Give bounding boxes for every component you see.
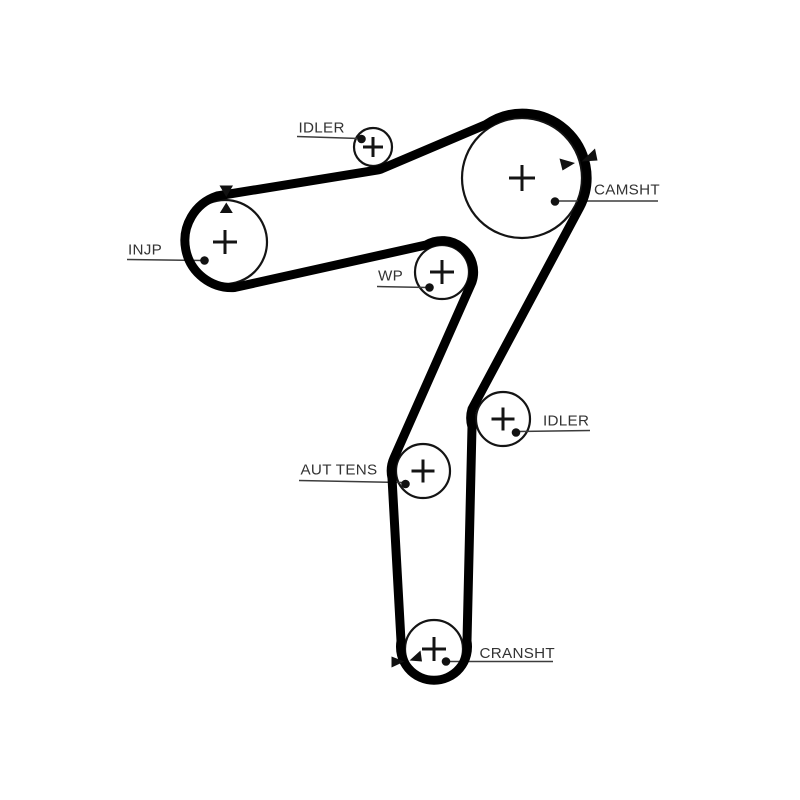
- plus-mark-icon: [213, 230, 237, 254]
- anchor-dot-crankshaft: [441, 657, 451, 666]
- alignment-arrow-left-icon: [581, 148, 598, 162]
- anchor-dot-auto-tensioner: [401, 479, 410, 489]
- label-crankshaft: CRANSHT: [480, 645, 556, 662]
- leader-idler-top: [296, 135, 360, 140]
- pulley-labels: IDLER CAMSHT INJP WP IDLER AUT TENS CRAN…: [128, 120, 660, 663]
- plus-mark-icon: [363, 137, 383, 157]
- alignment-arrow-right-icon: [559, 158, 575, 171]
- pulley-center-marks: [213, 137, 535, 661]
- anchor-dot-water-pump: [425, 283, 434, 292]
- plus-mark-icon: [422, 637, 446, 661]
- leader-lines: [126, 134, 658, 666]
- anchor-dot-injection-pump: [200, 256, 209, 265]
- alignment-arrow-left-icon: [409, 650, 422, 662]
- plus-mark-icon: [491, 407, 515, 431]
- label-camshaft: CAMSHT: [594, 182, 660, 199]
- timing-belt-path: [180, 108, 592, 685]
- anchor-dot-idler-top: [357, 134, 366, 144]
- plus-mark-icon: [430, 260, 454, 284]
- plus-mark-icon: [411, 459, 435, 483]
- anchor-dot-idler-right: [511, 428, 521, 437]
- label-idler-top: IDLER: [299, 120, 345, 137]
- leader-water-pump: [376, 285, 429, 289]
- alignment-arrow-up-icon: [219, 202, 233, 213]
- belt-alignment-marks: [219, 148, 598, 668]
- alignment-arrow-right-icon: [391, 656, 405, 668]
- label-water-pump: WP: [378, 268, 403, 285]
- anchor-dot-camshaft: [550, 197, 560, 206]
- label-injection-pump: INJP: [128, 242, 162, 259]
- leader-auto-tensioner: [298, 479, 404, 484]
- pulleys: [181, 116, 584, 680]
- plus-mark-icon: [509, 165, 535, 191]
- alignment-arrow-down-icon: [219, 185, 233, 197]
- label-auto-tensioner: AUT TENS: [301, 462, 378, 479]
- label-idler-right: IDLER: [543, 413, 589, 430]
- leader-idler-right: [516, 429, 591, 433]
